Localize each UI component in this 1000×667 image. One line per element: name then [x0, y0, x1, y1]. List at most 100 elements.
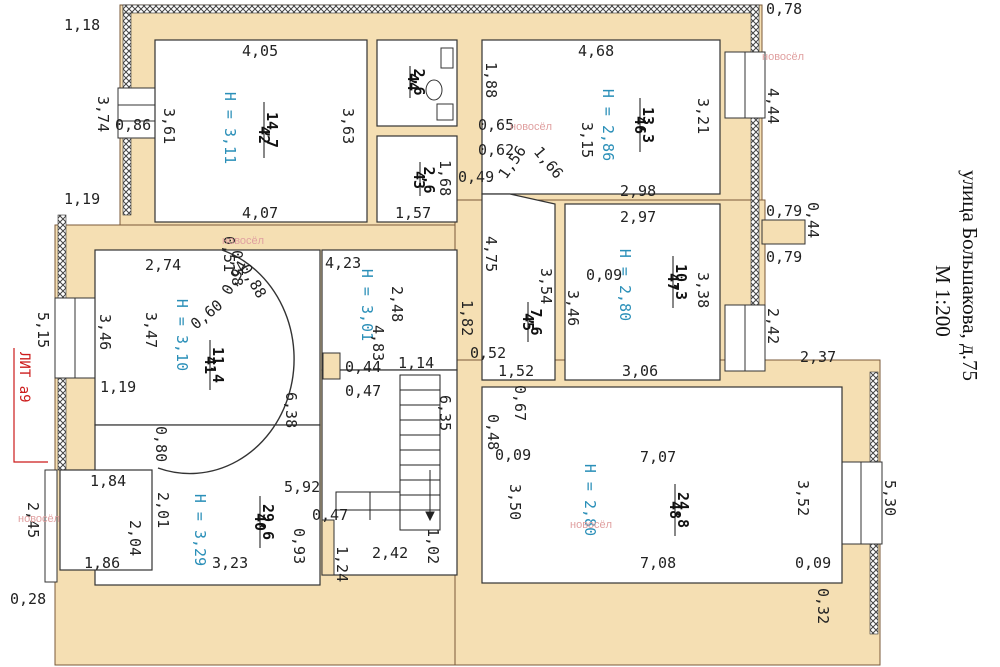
door-arc [157, 249, 295, 475]
dimension: 0,79 [766, 202, 802, 220]
dimension: 4,68 [578, 42, 614, 60]
dimension: 1,84 [90, 472, 126, 490]
room-height: Н = 3,11 [221, 92, 239, 164]
room-height: Н = 2,86 [599, 89, 617, 161]
hatch-strip [122, 4, 760, 14]
dimension: 4,75 [482, 236, 500, 272]
corridor-height: Н = 3,01 [358, 269, 376, 341]
dimension: 1,14 [398, 354, 434, 372]
windows [44, 51, 883, 583]
dimension: 2,37 [800, 348, 836, 366]
window [117, 87, 159, 139]
address-label: улица Большакова, д.75 [958, 170, 982, 381]
dimension: 4,83 [369, 325, 387, 361]
dimension: 1,82 [458, 300, 476, 336]
dimension: 2,48 [388, 286, 406, 322]
room-area: 2,6 [420, 166, 438, 193]
dimension: 0,09 [586, 266, 622, 284]
room-height: Н = 2,80 [581, 464, 599, 536]
dimension: 0,28 [10, 590, 46, 608]
corridor [321, 249, 458, 371]
dimension: 3,46 [564, 290, 582, 326]
dimension: 0,48 [484, 414, 502, 450]
dimension: 1,02 [424, 528, 442, 564]
room-area: 24,8 [674, 492, 692, 528]
dimension: 3,50 [506, 484, 524, 520]
dimension: 0,65 [478, 116, 514, 134]
dimension: 0,49 [458, 168, 494, 186]
toilet-fixture [425, 47, 454, 121]
dimension: 3,74 [94, 96, 112, 132]
dimension: 0,44 [804, 202, 822, 238]
dimension: 3,21 [694, 98, 712, 134]
dimension: 3,46 [96, 314, 114, 350]
balcony-ledge [761, 219, 806, 245]
room-area: 2,6 [410, 68, 428, 95]
dimension: 1,52 [498, 362, 534, 380]
entry-vestibule [59, 469, 153, 571]
room-area: 29,6 [259, 504, 277, 540]
dimension: 2,74 [145, 256, 181, 274]
dimension: 0,09 [495, 446, 531, 464]
dimension: 0,47 [345, 382, 381, 400]
dimension: 3,06 [622, 362, 658, 380]
room-45 [481, 193, 556, 381]
room-41 [94, 249, 321, 426]
dimension: 0,47 [312, 506, 348, 524]
dimension: 1,68 [436, 160, 454, 196]
room-number: 43 [410, 171, 428, 189]
dimension: 3,38 [694, 272, 712, 308]
dimension: 1,57 [395, 204, 431, 222]
dimension: 2,45 [24, 502, 42, 538]
dimension: 3,23 [212, 554, 248, 572]
dimension: 6,38 [282, 392, 300, 428]
dimension: 5,15 [34, 312, 52, 348]
room-area: 7,6 [527, 308, 545, 335]
room-labels: 42 14,7 Н = 3,11 44 2,6 43 2,6 46 13,3 Н… [173, 66, 692, 566]
dimension: 2,01 [154, 492, 172, 528]
dimension: 4,23 [325, 254, 361, 272]
room-area: 14,7 [263, 112, 281, 148]
stair-landing [335, 491, 401, 511]
room-47 [564, 203, 721, 381]
dimension: 1,88 [482, 62, 500, 98]
room-48 [481, 386, 843, 584]
dimension: 4,44 [764, 88, 782, 124]
dimension: 7,07 [640, 448, 676, 466]
dimension: 0,32 [814, 588, 832, 624]
dimension: 0,80 [152, 426, 170, 462]
dimension: 0,58 [228, 250, 246, 286]
room-42 [154, 39, 368, 223]
room-area: 10,3 [672, 264, 690, 300]
dimension: 3,63 [339, 108, 357, 144]
dimension: 2,42 [372, 544, 408, 562]
room-height: Н = 3,29 [191, 494, 209, 566]
rooms [59, 39, 843, 586]
watermark: новосёл [222, 235, 264, 247]
dimension: 0,52 [470, 344, 506, 362]
dimension: 3,47 [142, 312, 160, 348]
watermarks: новосёл новосёл новосёл новосёл новосёл [18, 51, 804, 531]
staircase [335, 374, 441, 531]
dimension: 1,19 [100, 378, 136, 396]
dimension: 0,67 [511, 385, 529, 421]
dimension: 0,44 [345, 358, 381, 376]
dimension: 0,93 [290, 528, 308, 564]
column [322, 352, 341, 380]
lit-marker: ЛИТ а9 [13, 348, 48, 463]
stair-hall [321, 369, 458, 576]
dimension: 2,98 [620, 182, 656, 200]
dimension: 3,54 [537, 268, 555, 304]
scale-label: М 1:200 [931, 265, 955, 337]
dimension: 1,24 [333, 546, 351, 582]
stair-flight [399, 374, 441, 531]
dimension: 0,78 [766, 0, 802, 18]
dimension: 1,18 [64, 16, 100, 34]
dimension: 7,08 [640, 554, 676, 572]
dimension: 3,15 [578, 122, 596, 158]
room-43 [376, 135, 458, 223]
dimension: 2,04 [126, 520, 144, 556]
room-height: Н = 3,10 [173, 299, 191, 371]
dimension: 3,52 [794, 480, 812, 516]
dimension: 5,30 [881, 480, 899, 516]
